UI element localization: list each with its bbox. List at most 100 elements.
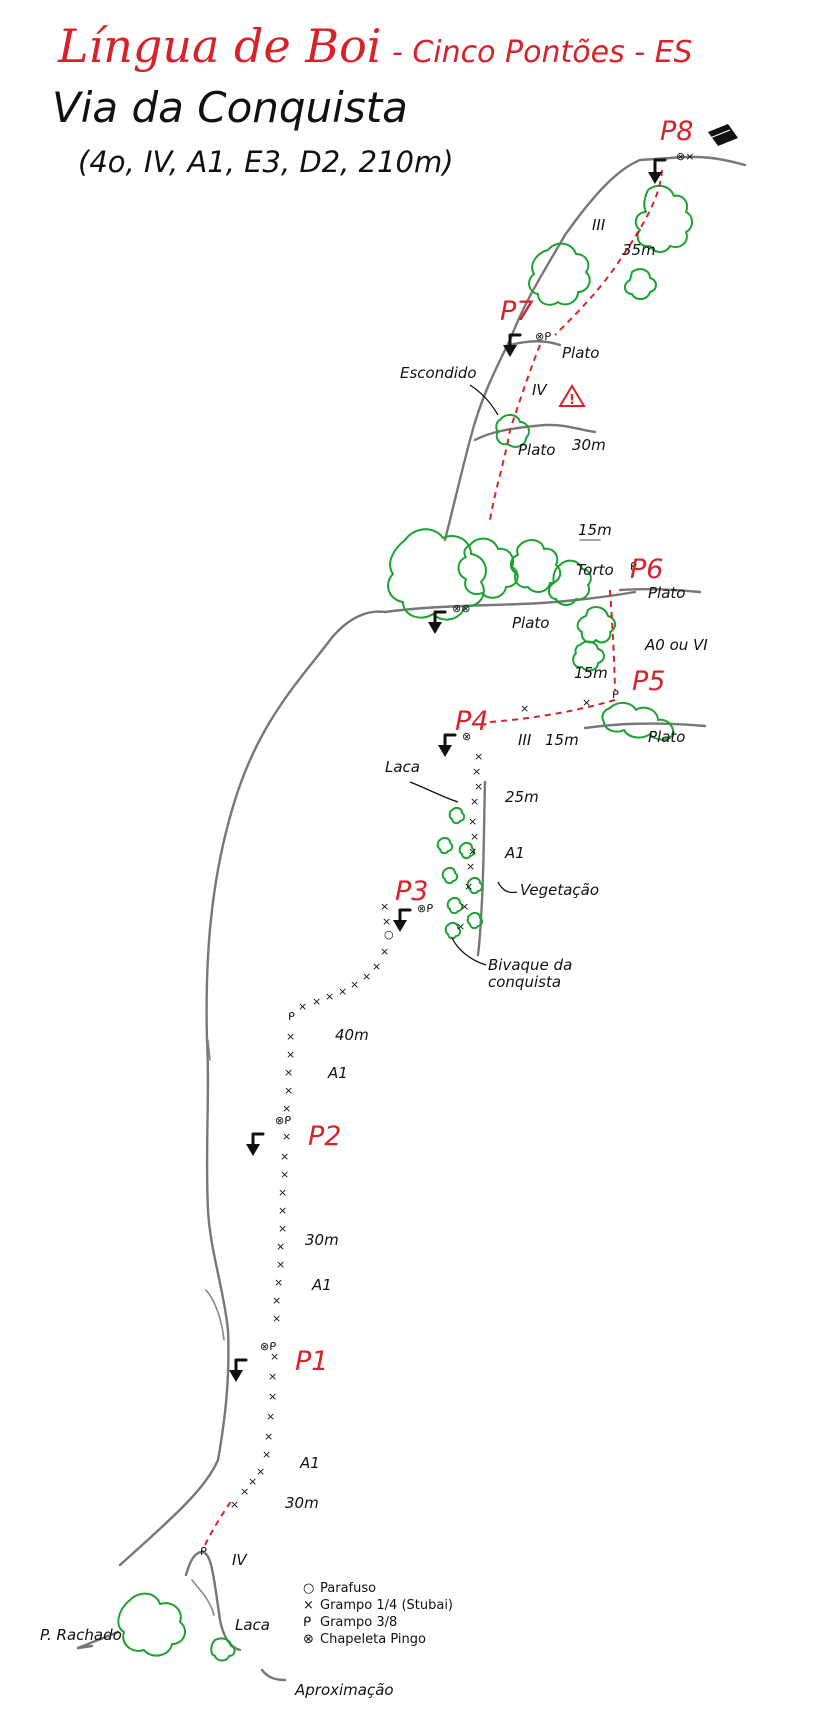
pitch-label-p3: P3 [395, 876, 428, 907]
svg-text:×: × [464, 880, 473, 893]
pointer-bivaque [451, 937, 487, 966]
svg-text:×: × [274, 1276, 283, 1289]
svg-text:×: × [268, 1370, 277, 1383]
svg-text:ᑭ: ᑭ [200, 1545, 207, 1558]
grade-a1-p1: A1 [311, 1276, 332, 1294]
svg-text:×: × [272, 1294, 281, 1307]
label-vegetacao: Vegetação [520, 881, 599, 899]
label-plato-upper: Plato [518, 441, 555, 459]
svg-text:×: × [240, 1485, 249, 1498]
svg-text:⊗ᑭ: ⊗ᑭ [275, 1114, 291, 1127]
svg-text:×: × [474, 750, 483, 763]
svg-text:⊗ᑭ: ⊗ᑭ [417, 902, 433, 915]
svg-text:⊗ᑭ: ⊗ᑭ [260, 1340, 276, 1353]
length-15m-a: 15m [578, 521, 612, 539]
legend-symbol-grampo-38: ᑭ [303, 1615, 311, 1630]
legend-label-grampo-38: Grampo 3/8 [320, 1615, 397, 1630]
pitch-label-p8: P8 [660, 116, 693, 147]
svg-text:×: × [520, 702, 529, 715]
legend-label-grampo-14: Grampo 1/4 (Stubai) [320, 1598, 453, 1613]
legend-symbol-parafuso: ○ [303, 1581, 314, 1596]
label-p-rachado: P. Rachado [40, 1626, 122, 1644]
pitch-label-p7: P7 [500, 296, 533, 327]
grade-a1-p3: A1 [504, 844, 525, 862]
svg-text:ᑭ: ᑭ [630, 560, 637, 573]
label-plato-mid: Plato [512, 614, 549, 632]
pointer-escondido [469, 384, 499, 416]
svg-text:×: × [284, 1084, 293, 1097]
svg-text:ᑭ: ᑭ [612, 688, 619, 701]
grade-a1-p2a: A1 [327, 1064, 348, 1082]
label-bivaque: Bivaque da [488, 956, 572, 974]
title-main: Língua de Boi [57, 19, 382, 73]
length-25m: 25m [505, 788, 539, 806]
svg-text:○: ○ [384, 928, 394, 941]
length-30m-low: 30m [285, 1494, 319, 1512]
svg-text:×: × [276, 1240, 285, 1253]
label-laca-bottom: Laca [235, 1616, 270, 1634]
svg-text:⊗⊗: ⊗⊗ [452, 602, 470, 615]
label-plato-p6: Plato [648, 584, 685, 602]
svg-text:×: × [282, 1130, 291, 1143]
feature-labels: Plato Escondido Plato Torto Plato Plato … [40, 344, 685, 1699]
svg-text:×: × [278, 1222, 287, 1235]
svg-text:×: × [582, 696, 591, 709]
svg-text:×: × [380, 900, 389, 913]
warning-icon: ! [558, 384, 586, 408]
svg-text:×: × [268, 1390, 277, 1403]
svg-text:×: × [338, 985, 347, 998]
pointer-laca-top [409, 781, 459, 803]
book-icon [708, 124, 738, 146]
legend-label-parafuso: Parafuso [320, 1581, 376, 1596]
svg-text:×: × [278, 1186, 287, 1199]
label-aproximacao: Aproximação [294, 1681, 394, 1699]
pitch-label-p6: P6 [630, 554, 663, 585]
svg-text:×: × [262, 1448, 271, 1461]
pitch-label-p5: P5 [632, 666, 665, 697]
label-escondido: Escondido [400, 364, 477, 382]
svg-text:×: × [466, 860, 475, 873]
vegetation [117, 184, 693, 1662]
label-plato-p5: Plato [648, 728, 685, 746]
svg-text:×: × [380, 945, 389, 958]
route-line [204, 169, 663, 1546]
route-annotations: III 35m IV 30m 15m A0 ou VI 15m III 15m … [232, 216, 708, 1569]
svg-text:×: × [264, 1430, 273, 1443]
svg-text:×: × [280, 1150, 289, 1163]
svg-text:ᑭ: ᑭ [288, 1010, 295, 1023]
grade-iv-start: IV [232, 1551, 248, 1569]
length-30m-top: 30m [572, 436, 606, 454]
length-35m: 35m [622, 241, 656, 259]
svg-text:!: ! [569, 393, 575, 408]
svg-text:×: × [278, 1204, 287, 1217]
svg-text:⊗: ⊗ [462, 730, 471, 743]
svg-text:×: × [460, 900, 469, 913]
pitch-label-p2: P2 [308, 1121, 341, 1152]
pitch-label-p4: P4 [455, 706, 488, 737]
svg-text:×: × [362, 970, 371, 983]
svg-text:×: × [470, 830, 479, 843]
vegetation-strip [436, 806, 484, 940]
svg-text:×: × [280, 1168, 289, 1181]
svg-text:×: × [272, 1312, 281, 1325]
pointer-vegetacao [497, 881, 518, 894]
svg-text:×: × [270, 1350, 279, 1363]
svg-text:×: × [312, 995, 321, 1008]
svg-text:×: × [298, 1000, 307, 1013]
label-laca-top: Laca [385, 758, 420, 776]
rappel-arrow-icon [229, 158, 667, 1382]
grade-iii-p4: III [518, 731, 532, 749]
grade-iii-top: III [592, 216, 606, 234]
svg-text:×: × [468, 845, 477, 858]
grade-a0-vi: A0 ou VI [644, 636, 708, 654]
svg-text:×: × [276, 1258, 285, 1271]
route-name: Via da Conquista [52, 83, 408, 132]
bolt-markers: × × × × × × × × × × × × × ○ × × × × × × × × ᑭ × × ×… [200, 150, 694, 1558]
legend: ○ Parafuso × Grampo 1/4 (Stubai) ᑭ Gramp… [303, 1581, 453, 1647]
legend-symbol-grampo-14: × [303, 1598, 314, 1613]
svg-text:×: × [266, 1410, 275, 1423]
svg-text:×: × [474, 780, 483, 793]
legend-label-chapeleta: Chapeleta Pingo [320, 1632, 426, 1647]
legend-symbol-chapeleta: ⊗ [303, 1632, 314, 1647]
